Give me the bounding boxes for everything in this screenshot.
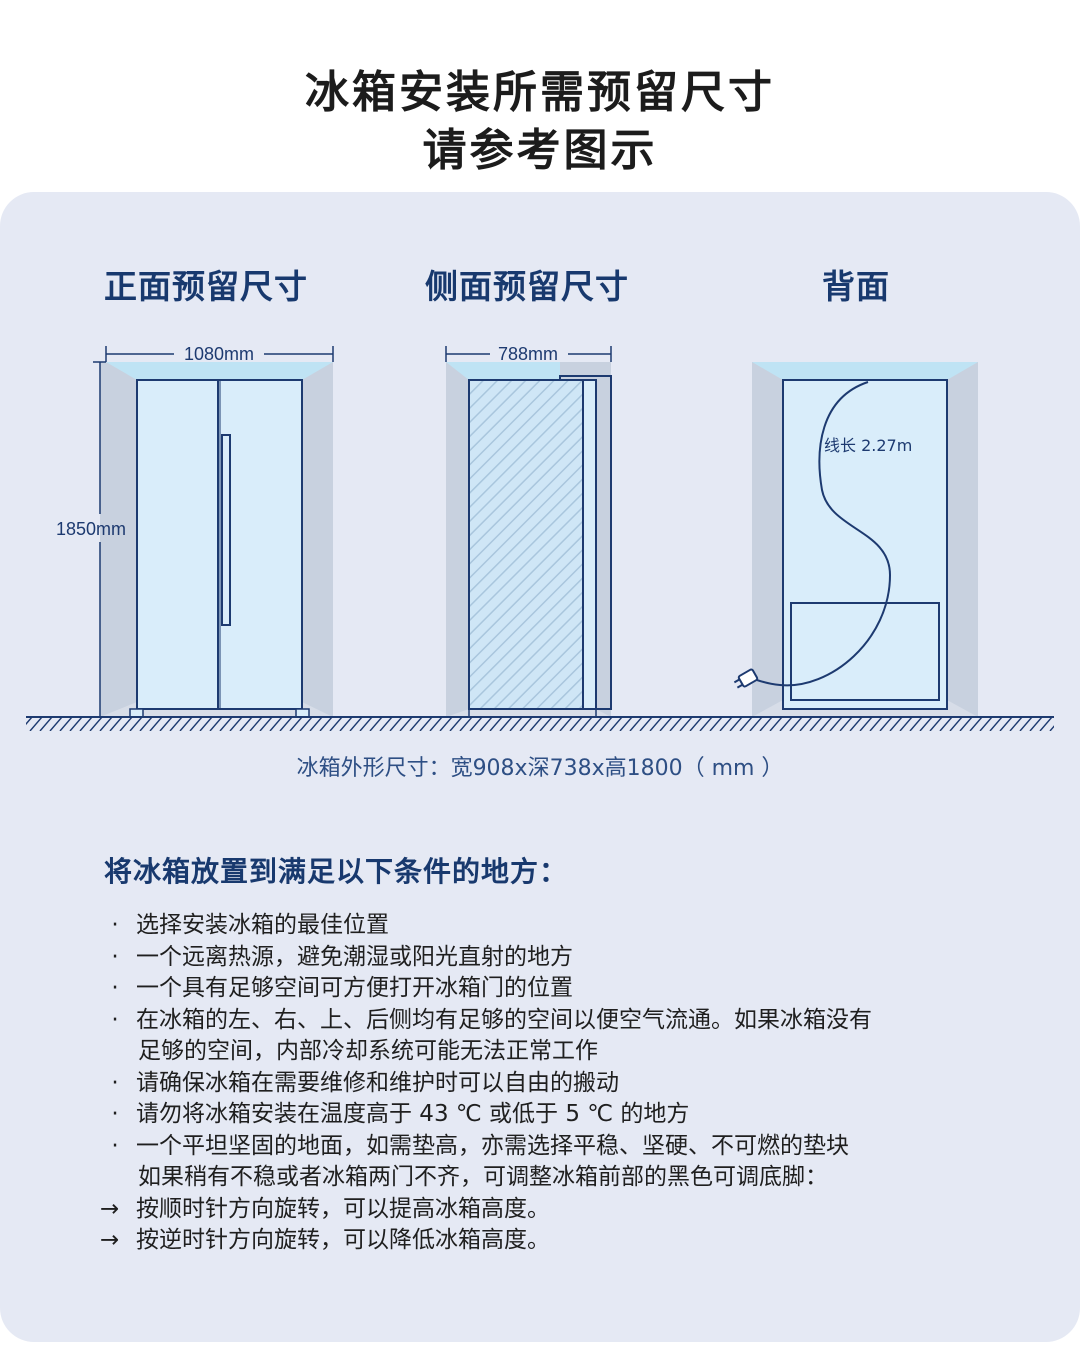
door-handle — [221, 434, 231, 626]
arrow-marker: → — [100, 1227, 120, 1253]
side-view: 788mm — [445, 344, 612, 717]
back-view: 线长 2.27m — [733, 362, 978, 717]
list-item-text: 在冰箱的左、右、上、后侧均有足够的空间以便空气流通。如果冰箱没有 — [136, 1006, 872, 1033]
fridge-side-body — [468, 379, 584, 710]
bullet-marker: · — [111, 1101, 119, 1127]
list-item: · 请勿将冰箱安装在温度高于 43 ℃ 或低于 5 ℃ 的地方 — [100, 1099, 1000, 1131]
ground — [26, 716, 1054, 731]
list-item-text: 请勿将冰箱安装在温度高于 43 ℃ 或低于 5 ℃ 的地方 — [136, 1101, 690, 1127]
bullet-marker: · — [111, 1132, 119, 1159]
front-view: 1080mm 1850mm — [56, 344, 334, 718]
list-item: · 一个平坦坚固的地面，如需垫高，亦需选择平稳、坚硬、不可燃的垫块 — [100, 1131, 1000, 1163]
page-subtitle: 请参考图示 — [422, 125, 658, 176]
arrow-item: → 按逆时针方向旋转，可以降低冰箱高度。 — [100, 1225, 1000, 1257]
list-item-text: 一个远离热源，避免潮湿或阳光直射的地方 — [136, 943, 573, 970]
list-item-text: 选择安装冰箱的最佳位置 — [136, 912, 389, 938]
front-top-clearance — [106, 362, 333, 380]
plug-icon — [733, 668, 759, 689]
bullet-marker: · — [111, 912, 119, 938]
list-item: · 请确保冰箱在需要维修和维护时可以自由的搬动 — [100, 1068, 1000, 1100]
bullet-marker: · — [111, 975, 119, 1001]
list-item: · 在冰箱的左、右、上、后侧均有足够的空间以便空气流通。如果冰箱没有 — [100, 1005, 1000, 1037]
list-item-text: 请确保冰箱在需要维修和维护时可以自由的搬动 — [136, 1069, 619, 1096]
list-item: · 一个远离热源，避免潮湿或阳光直射的地方 — [100, 942, 1000, 974]
page-title: 冰箱安装所需预留尺寸 — [305, 67, 775, 118]
power-cable — [756, 381, 892, 687]
front-view-title: 正面预留尺寸 — [104, 267, 308, 306]
list-item-text: 一个具有足够空间可方便打开冰箱门的位置 — [136, 975, 573, 1001]
fridge-side-door — [582, 379, 597, 710]
side-top-clearance — [446, 362, 560, 380]
side-view-title: 侧面预留尺寸 — [425, 267, 629, 306]
ground-hatching — [26, 717, 1054, 731]
side-bottom-shade — [446, 709, 611, 717]
right-foot — [295, 708, 310, 718]
back-view-title: 背面 — [822, 267, 890, 306]
list-item-continuation: 足够的空间，内部冷却系统可能无法正常工作 — [138, 1038, 598, 1064]
front-width-label: 1080mm — [184, 344, 254, 364]
bullet-marker: · — [111, 943, 119, 970]
compressor-cover — [790, 602, 940, 701]
installation-diagram: 1080mm 1850mm 788mm 线长 — [26, 344, 1054, 731]
list-item-text: 按顺时针方向旋转，可以提高冰箱高度。 — [136, 1195, 550, 1222]
list-item: · 一个具有足够空间可方便打开冰箱门的位置 — [100, 973, 1000, 1005]
door-swing-outline — [559, 375, 612, 710]
left-foot — [129, 708, 144, 718]
conditions-title: 将冰箱放置到满足以下条件的地方： — [104, 855, 569, 888]
list-item: · 选择安装冰箱的最佳位置 — [100, 910, 1000, 942]
list-item-text: 按逆时针方向旋转，可以降低冰箱高度。 — [136, 1227, 550, 1253]
list-item-continuation: 如果稍有不稳或者冰箱两门不齐，可调整冰箱前部的黑色可调底脚： — [138, 1164, 828, 1190]
arrow-marker: → — [100, 1195, 120, 1222]
conditions-list: · 选择安装冰箱的最佳位置 · 一个远离热源，避免潮湿或阳光直射的地方 · 一个具有足够空… — [100, 910, 1000, 1257]
arrow-item: → 按顺时针方向旋转，可以提高冰箱高度。 — [100, 1194, 1000, 1226]
bullet-marker: · — [111, 1069, 119, 1096]
front-height-label: 1850mm — [56, 519, 126, 539]
cable-length-label: 线长 2.27m — [824, 436, 912, 455]
bullet-marker: · — [111, 1006, 119, 1033]
back-top-clearance — [752, 362, 978, 380]
list-item-text: 一个平坦坚固的地面，如需垫高，亦需选择平稳、坚硬、不可燃的垫块 — [136, 1132, 849, 1159]
fridge-dimensions-caption: 冰箱外形尺寸：宽908x深738x高1800（ mm ） — [296, 756, 784, 781]
side-depth-label: 788mm — [498, 344, 558, 364]
